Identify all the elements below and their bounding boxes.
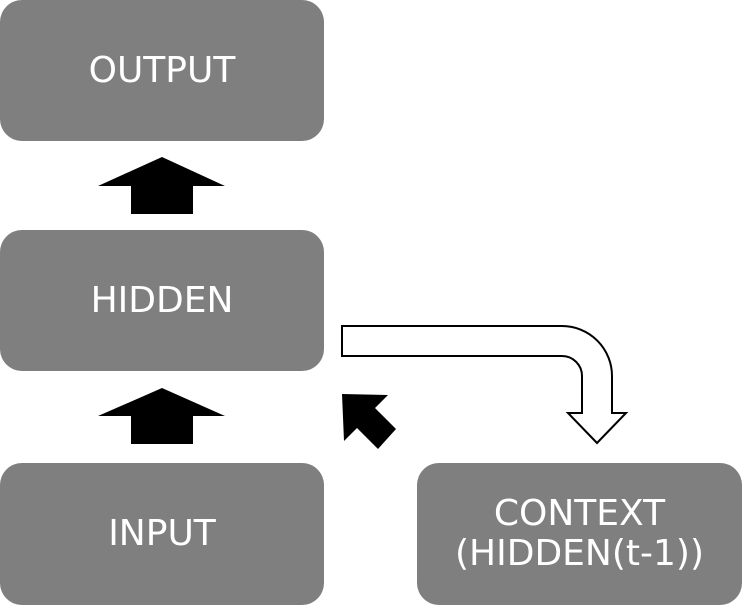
context-to-hidden-diagonal-arrow [342, 394, 396, 449]
hidden-label: HIDDEN [90, 279, 234, 321]
context-label-line2: (HIDDEN(t-1)) [455, 533, 704, 574]
input-label: INPUT [108, 513, 216, 554]
context-label-line1: CONTEXT [493, 493, 666, 534]
hidden-to-context-hollow-arrow [341, 325, 629, 445]
output-label: OUTPUT [88, 49, 236, 91]
hidden-node: HIDDEN [0, 230, 324, 371]
input-node: INPUT [0, 463, 324, 605]
input-to-hidden-arrow [98, 388, 225, 444]
hidden-to-output-arrow [98, 157, 225, 214]
output-node: OUTPUT [0, 0, 324, 141]
context-node: CONTEXT (HIDDEN(t-1)) [417, 463, 742, 605]
